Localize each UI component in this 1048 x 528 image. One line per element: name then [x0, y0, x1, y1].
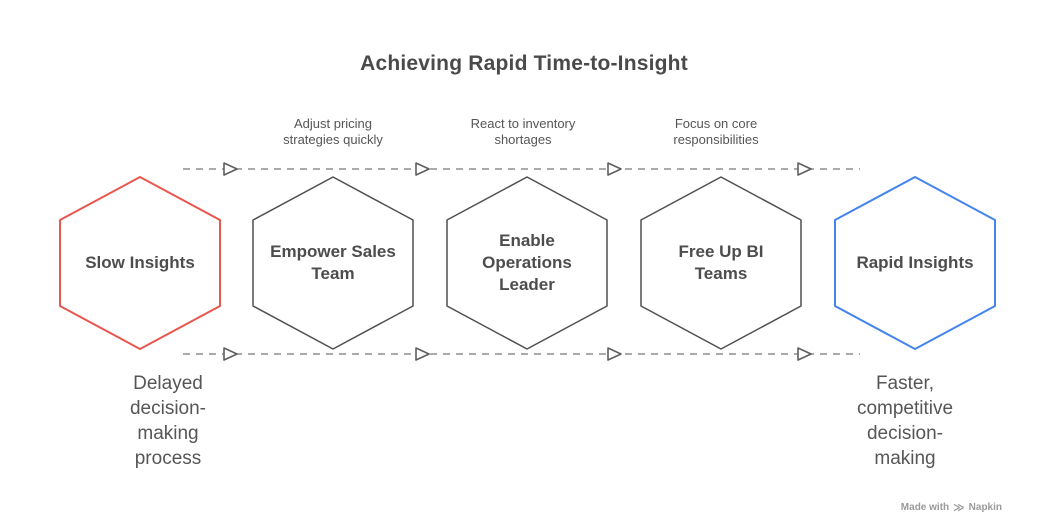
- arrowhead-icon: [223, 347, 238, 361]
- diagram-title: Achieving Rapid Time-to-Insight: [360, 52, 688, 75]
- arrowhead-icon: [415, 162, 430, 176]
- arrowhead-icon: [415, 347, 430, 361]
- hexagon-label-rapid-insights: Rapid Insights: [856, 253, 974, 272]
- arrow-label-react-inventory: React to inventory shortages: [470, 116, 576, 147]
- watermark-prefix: Made with: [900, 502, 950, 513]
- hexagon-rapid-insights: [834, 176, 996, 350]
- caption-faster-decision-making: Faster, competitive decision- making: [856, 373, 954, 469]
- hexagon-empower-sales-team: [252, 176, 414, 350]
- watermark-brand: Napkin: [968, 502, 1002, 513]
- arrowhead-icon: [797, 162, 812, 176]
- hexagon-label-free-up-bi-teams: Free Up BI Teams: [678, 242, 764, 283]
- arrowhead-icon: [607, 162, 622, 176]
- hexagon-free-up-bi-teams: [640, 176, 802, 350]
- napkin-logo-icon: ≫: [953, 501, 965, 514]
- arrow-label-adjust-pricing: Adjust pricing strategies quickly: [283, 116, 383, 147]
- hexagon-enable-operations-leader: [446, 176, 608, 350]
- hexagon-label-slow-insights: Slow Insights: [85, 253, 195, 272]
- watermark: Made with ≫ Napkin: [901, 502, 1002, 513]
- hexagon-label-empower-sales-team: Empower Sales Team: [270, 242, 396, 283]
- arrowhead-icon: [607, 347, 622, 361]
- hexagon-slow-insights: [59, 176, 221, 350]
- arrowhead-icon: [223, 162, 238, 176]
- hexagon-label-enable-operations-leader: Enable Operations Leader: [482, 231, 572, 294]
- arrowhead-icon: [797, 347, 812, 361]
- arrow-label-focus-core: Focus on core responsibilities: [673, 116, 759, 147]
- caption-delayed-decision-making: Delayed decision- making process: [129, 373, 207, 469]
